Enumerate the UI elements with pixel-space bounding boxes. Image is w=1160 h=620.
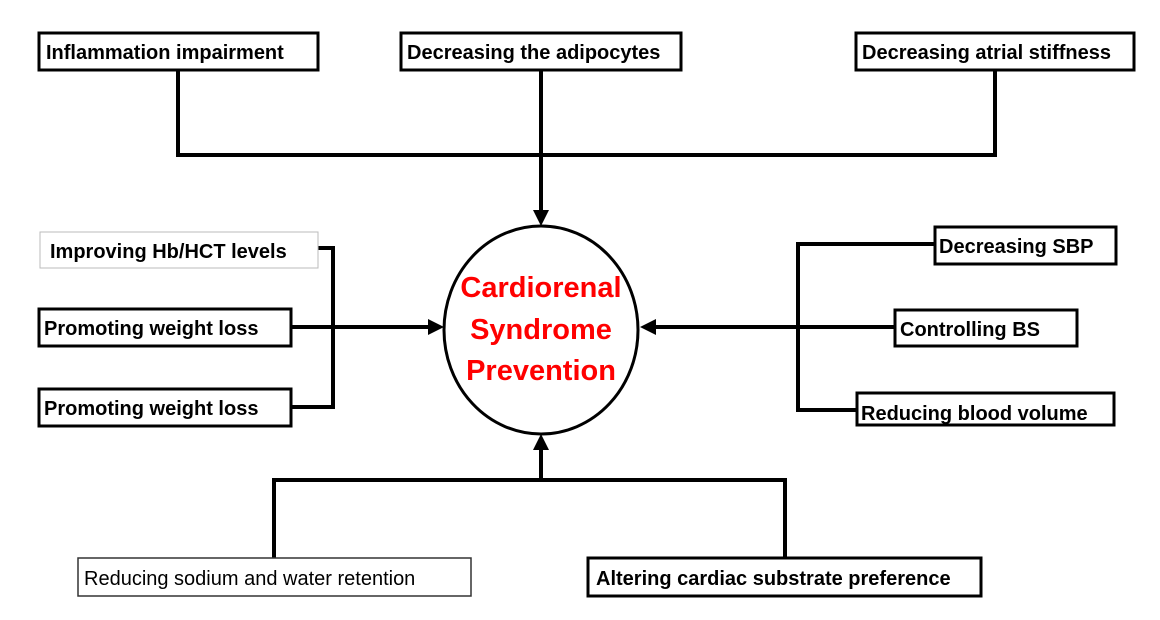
right-factors: Decreasing SBP Controlling BS Reducing b… — [855, 225, 1118, 427]
factor-label-bs: Controlling BS — [900, 319, 1040, 341]
connectors — [176, 68, 997, 560]
arrowheads — [428, 210, 656, 450]
factor-box-cardiac-substrate — [586, 556, 983, 598]
factor-label-weight-loss-2: Promoting weight loss — [44, 398, 258, 420]
center-title-line-2: Syndrome — [470, 314, 612, 346]
center-title-line-1: Cardiorenal — [460, 272, 621, 304]
factor-box-adipocytes — [399, 31, 683, 72]
factor-label-sodium-water: Reducing sodium and water retention — [84, 568, 415, 590]
factor-box-atrial-stiffness — [854, 31, 1136, 72]
connector-top-bus — [176, 68, 997, 157]
factor-box-weight-loss-1 — [37, 307, 293, 348]
connector-bottom-bus — [272, 478, 787, 560]
top-factors: Inflammation impairment Decreasing the a… — [37, 31, 1136, 72]
factor-box-bs — [893, 308, 1079, 348]
factor-label-cardiac-substrate: Altering cardiac substrate preference — [596, 568, 951, 590]
factor-box-sodium-water — [77, 557, 472, 597]
factor-label-atrial-stiffness: Decreasing atrial stiffness — [862, 42, 1111, 64]
factor-label-inflammation: Inflammation impairment — [46, 42, 284, 64]
bottom-factors: Reducing sodium and water retention Alte… — [77, 556, 983, 598]
arrowhead-left — [428, 319, 444, 335]
factor-label-adipocytes: Decreasing the adipocytes — [407, 42, 660, 64]
factor-box-hb-hct — [39, 231, 319, 269]
factor-box-sbp — [933, 225, 1118, 266]
factor-box-blood-volume — [855, 391, 1116, 427]
factor-label-weight-loss-1: Promoting weight loss — [44, 318, 258, 340]
factor-box-inflammation — [37, 31, 320, 72]
factor-label-hb-hct: Improving Hb/HCT levels — [50, 241, 287, 263]
factor-label-sbp: Decreasing SBP — [939, 236, 1094, 258]
arrowhead-right — [640, 319, 656, 335]
factor-label-blood-volume: Reducing blood volume — [861, 403, 1088, 425]
center-node: Cardiorenal Syndrome Prevention — [442, 224, 640, 436]
arrowhead-bottom — [533, 434, 549, 450]
left-factors: Improving Hb/HCT levels Promoting weight… — [37, 231, 319, 428]
center-circle — [442, 224, 640, 436]
center-title-line-3: Prevention — [466, 355, 616, 387]
arrowhead-top — [533, 210, 549, 226]
factor-box-weight-loss-2 — [37, 387, 293, 428]
